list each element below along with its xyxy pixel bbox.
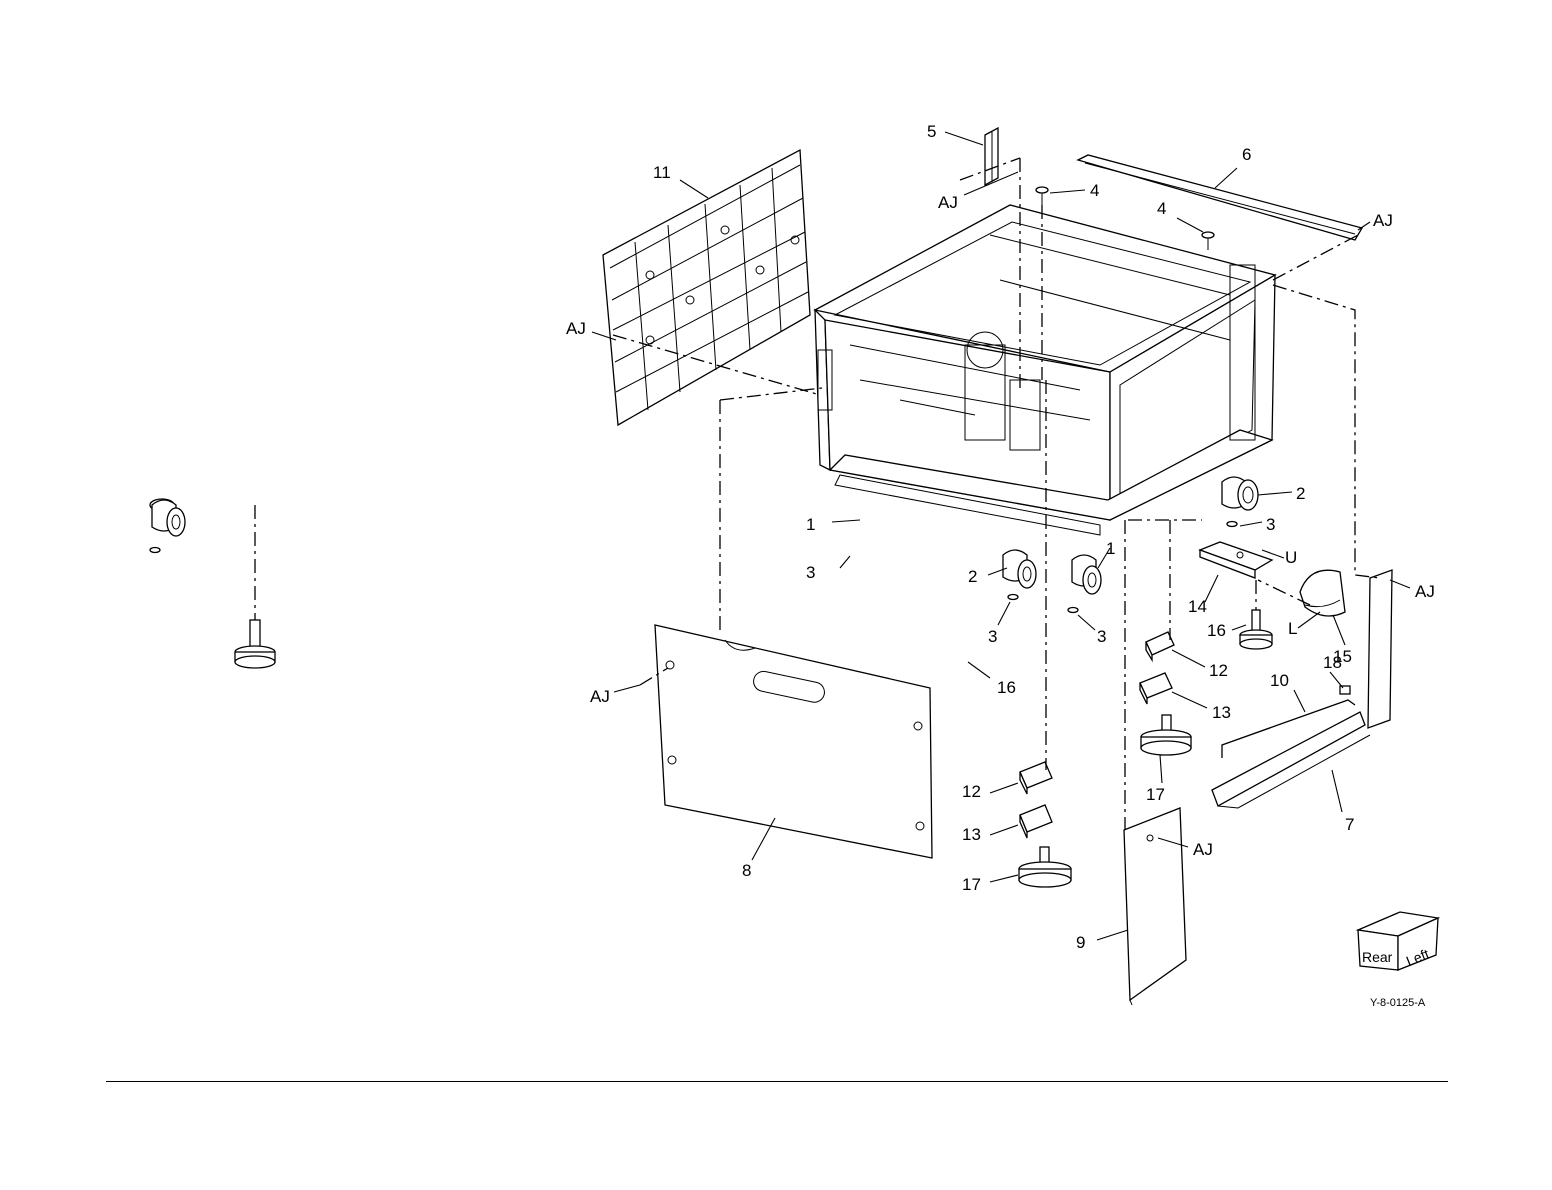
callout-8: 8	[742, 861, 751, 880]
callout-16b: 16	[1207, 621, 1226, 640]
part-9-side-plate	[1124, 808, 1186, 1005]
callout-l: L	[1288, 619, 1297, 638]
callout-10: 10	[1270, 671, 1289, 690]
callout-3d: 3	[1097, 627, 1106, 646]
callout-aj-4: AJ	[590, 687, 610, 706]
callout-17b: 17	[1146, 785, 1165, 804]
footer-rule	[106, 1081, 1448, 1082]
foot-17-bottom	[1019, 847, 1071, 887]
part-18-clip	[1340, 686, 1350, 694]
callout-2b: 2	[968, 567, 977, 586]
orientation-cube: Rear Left	[1358, 912, 1438, 970]
callout-aj-1: AJ	[938, 193, 958, 212]
callout-u: U	[1285, 548, 1297, 567]
caster-rear-2-visible	[1222, 477, 1258, 510]
callout-16a: 16	[997, 678, 1016, 697]
callout-7: 7	[1345, 815, 1354, 834]
callout-6: 6	[1242, 145, 1251, 164]
callout-1b: 1	[1106, 539, 1115, 558]
callout-14: 14	[1188, 597, 1207, 616]
brackets-12-13-center	[1140, 632, 1174, 704]
callout-3a: 3	[806, 563, 815, 582]
callout-1a: 1	[806, 515, 815, 534]
callout-12b: 12	[1209, 661, 1228, 680]
part-14-bracket	[1200, 542, 1272, 578]
caster-front-1-visible	[1072, 555, 1101, 594]
callout-18: 18	[1323, 653, 1342, 672]
foot-16-right	[1240, 610, 1272, 649]
callout-9: 9	[1076, 933, 1085, 952]
brackets-12-13-bottom	[1020, 762, 1052, 838]
callout-aj-2: AJ	[1373, 211, 1393, 230]
foot-16-left	[235, 620, 275, 668]
callout-4a: 4	[1090, 181, 1099, 200]
part-8-front-cover	[655, 625, 932, 858]
main-frame	[815, 205, 1275, 535]
callout-13b: 13	[1212, 703, 1231, 722]
foot-17-center	[1141, 715, 1191, 755]
caster-front-2-visible	[1003, 550, 1036, 588]
callout-5: 5	[927, 122, 936, 141]
part-15-cap	[1300, 570, 1345, 616]
callout-17a: 17	[962, 875, 981, 894]
callout-aj-3: AJ	[566, 319, 586, 338]
cube-front-label: Rear	[1362, 949, 1393, 965]
callout-4b: 4	[1157, 199, 1166, 218]
callout-3c: 3	[988, 627, 997, 646]
part-7-rail	[1212, 570, 1392, 808]
callout-2a: 2	[1296, 484, 1305, 503]
callout-11: 11	[653, 163, 671, 182]
part-5-bracket	[985, 128, 998, 185]
callout-aj-5: AJ	[1193, 840, 1213, 859]
part-6-top-rail	[1078, 155, 1362, 240]
callout-aj-6: AJ	[1415, 582, 1435, 601]
callout-3b: 3	[1266, 515, 1275, 534]
callout-13a: 13	[962, 825, 981, 844]
caster-left-1-visible	[152, 500, 185, 536]
callout-12a: 12	[962, 782, 981, 801]
figure-reference: Y-8-0125-A	[1370, 997, 1426, 1009]
